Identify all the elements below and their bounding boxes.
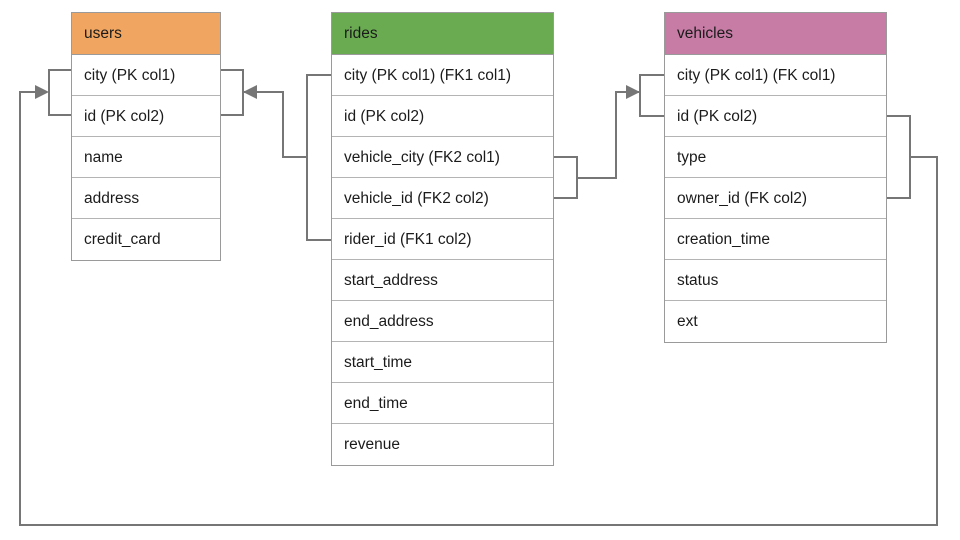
connector-vehicles-to-users — [19, 69, 938, 526]
table-rides[interactable]: rides city (PK col1) (FK1 col1) id (PK c… — [331, 12, 554, 466]
table-users-column-credit-card[interactable]: credit_card — [84, 231, 161, 248]
table-vehicles[interactable]: vehicles city (PK col1) (FK col1) id (PK… — [664, 12, 887, 343]
table-rides-column-vehicle-city[interactable]: vehicle_city (FK2 col1) — [332, 137, 553, 178]
connector-vehicles-to-users-path — [19, 91, 938, 526]
connector-rides-to-users-path — [243, 91, 307, 158]
table-users-header[interactable]: users — [72, 13, 220, 55]
connector-rides-to-vehicles — [554, 74, 664, 199]
table-vehicles-column-city[interactable]: city (PK col1) (FK col1) — [665, 55, 886, 96]
connector-arrowhead-users-right — [243, 85, 257, 99]
table-vehicles-column-type[interactable]: type — [665, 137, 886, 178]
table-users-column-name[interactable]: name — [72, 137, 220, 178]
table-users-column-city[interactable]: city (PK col1) — [72, 55, 220, 96]
table-vehicles-column-ext[interactable]: ext — [677, 313, 698, 330]
table-vehicles-header[interactable]: vehicles — [665, 13, 886, 55]
connector-users-pk-bracket-right — [221, 69, 244, 116]
table-rides-column-start-address[interactable]: start_address — [332, 260, 553, 301]
table-vehicles-column-creation-time[interactable]: creation_time — [665, 219, 886, 260]
table-rides-column-end-time[interactable]: end_time — [332, 383, 553, 424]
table-vehicles-column-owner-id[interactable]: owner_id (FK col2) — [665, 178, 886, 219]
table-rides-column-start-time[interactable]: start_time — [332, 342, 553, 383]
connector-rides-to-users — [221, 69, 331, 241]
table-vehicles-column-status[interactable]: status — [665, 260, 886, 301]
table-rides-column-city[interactable]: city (PK col1) (FK1 col1) — [332, 55, 553, 96]
connector-vehicles-fk-bracket — [887, 115, 911, 199]
connector-users-pk-bracket-left — [48, 69, 71, 116]
table-rides-column-rider-id[interactable]: rider_id (FK1 col2) — [332, 219, 553, 260]
table-users-column-address[interactable]: address — [72, 178, 220, 219]
connector-rides-fk2-bracket — [554, 156, 578, 199]
connector-rides-to-vehicles-path — [577, 91, 640, 179]
connector-rides-fk1-bracket — [306, 74, 331, 241]
table-users-column-id[interactable]: id (PK col2) — [72, 96, 220, 137]
table-rides-column-vehicle-id[interactable]: vehicle_id (FK2 col2) — [332, 178, 553, 219]
table-users[interactable]: users city (PK col1) id (PK col2) name a… — [71, 12, 221, 261]
table-rides-column-revenue[interactable]: revenue — [344, 436, 401, 453]
table-rides-header[interactable]: rides — [332, 13, 553, 55]
table-vehicles-column-id[interactable]: id (PK col2) — [665, 96, 886, 137]
connector-arrowhead-vehicles-left — [626, 85, 640, 99]
table-rides-column-end-address[interactable]: end_address — [332, 301, 553, 342]
connector-vehicles-pk-bracket-left — [639, 74, 664, 117]
connector-arrowhead-users-left — [35, 85, 49, 99]
table-rides-column-id[interactable]: id (PK col2) — [332, 96, 553, 137]
